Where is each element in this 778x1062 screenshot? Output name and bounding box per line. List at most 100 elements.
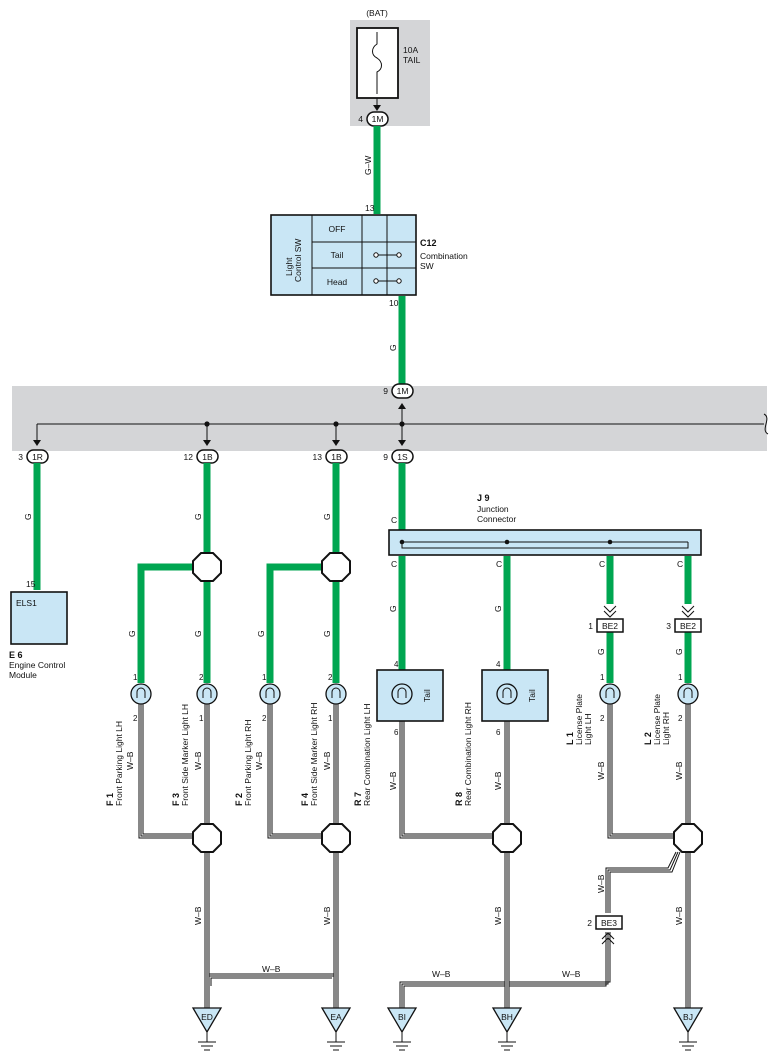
lamp-pin: 1 bbox=[262, 673, 267, 682]
splice-point bbox=[673, 823, 703, 853]
wire-gw-label: G–W bbox=[363, 156, 373, 175]
lamp-pin: 2 bbox=[328, 673, 333, 682]
lamp-code: F 3 bbox=[171, 793, 181, 806]
lamp-name: Front Side Marker Light RH bbox=[309, 703, 319, 806]
lamp-name: Light RH bbox=[661, 712, 671, 745]
lamp-r7: 4 Tail 6 R 7 Rear Combination Light LH bbox=[353, 660, 444, 806]
wire-wb-label: W–B bbox=[432, 969, 451, 979]
wire-g-label: G bbox=[193, 630, 203, 637]
wire-c-label: C bbox=[391, 515, 397, 525]
wire-g-label: G bbox=[256, 630, 266, 637]
lamp-pin: 2 bbox=[600, 714, 605, 723]
wire-wb-label: W–B bbox=[254, 751, 264, 770]
connector-1b-left-label: 1B bbox=[202, 452, 213, 462]
ground-bj: BJ bbox=[672, 1007, 704, 1051]
ground-bh: BH bbox=[491, 1007, 523, 1051]
splice-point bbox=[192, 823, 222, 853]
wb-wires bbox=[138, 704, 691, 1008]
wire-wb-label: W–B bbox=[193, 751, 203, 770]
wire-c-label: C bbox=[391, 559, 397, 569]
wire-wb-label: W–B bbox=[493, 771, 503, 790]
wire-g-label: G bbox=[193, 513, 203, 520]
lamp-code: R 8 bbox=[454, 792, 464, 806]
switch-row-off: OFF bbox=[329, 224, 346, 234]
power-source-label: (BAT) bbox=[366, 8, 388, 18]
lamp-pin: 2 bbox=[678, 714, 683, 723]
switch-code: C12 bbox=[420, 238, 437, 248]
connector-be3 bbox=[595, 915, 623, 930]
splice-point bbox=[492, 823, 522, 853]
lamp-pin: 1 bbox=[199, 714, 204, 723]
lamp-code: F 1 bbox=[105, 793, 115, 806]
ecm-pin: 15 bbox=[26, 579, 36, 589]
connector-be3-pin: 2 bbox=[587, 918, 592, 928]
wire-g-label: G bbox=[127, 630, 137, 637]
switch-name-2: SW bbox=[420, 261, 434, 271]
connector-1s-label: 1S bbox=[397, 452, 408, 462]
connector-be2-right bbox=[674, 618, 702, 633]
ecm-code: E 6 bbox=[9, 650, 23, 660]
splice-point bbox=[321, 552, 351, 582]
wire-wb-label: W–B bbox=[125, 751, 135, 770]
wire-g-label: G bbox=[388, 605, 398, 612]
lamp-f1: 1 2 F 1 Front Parking Light LH bbox=[105, 673, 152, 806]
connector-1r-label: 1R bbox=[32, 452, 43, 462]
wire-wb-label: W–B bbox=[193, 906, 203, 925]
lamp-pin: 1 bbox=[678, 673, 683, 682]
lamp-r8: 4 Tail 6 R 8 Rear Combination Light RH bbox=[454, 660, 549, 806]
switch-vlabel-1: Light bbox=[284, 257, 294, 276]
ground-bi: BI bbox=[386, 1007, 418, 1051]
wire-c-label: C bbox=[496, 559, 502, 569]
lamp-l1: 1 2 L 1 License Plate Light LH bbox=[565, 673, 621, 745]
switch-name-1: Combination bbox=[420, 251, 468, 261]
connector-1m-mid bbox=[391, 383, 414, 399]
lamp-name: License Plate bbox=[652, 694, 662, 745]
ground-icon bbox=[198, 1032, 216, 1051]
connector-be2-left-pin: 1 bbox=[588, 621, 593, 631]
switch-row-tail: Tail bbox=[331, 250, 344, 260]
lamp-name: Rear Combination Light RH bbox=[463, 702, 473, 806]
ecm-name-1: Engine Control bbox=[9, 660, 65, 670]
wire-wb-label: W–B bbox=[388, 771, 398, 790]
ground-ed: ED bbox=[191, 1007, 223, 1051]
wire-g-label: G bbox=[322, 513, 332, 520]
connector-be2-right-pin: 3 bbox=[666, 621, 671, 631]
ground-label: BI bbox=[398, 1012, 406, 1022]
lamp-pin: 4 bbox=[496, 660, 501, 669]
ground-icon bbox=[498, 1032, 516, 1051]
connector-be2-left bbox=[596, 618, 624, 633]
switch-pin-in: 13 bbox=[365, 203, 375, 213]
wire-g-label: G bbox=[596, 648, 606, 655]
lamp-code: F 4 bbox=[300, 793, 310, 806]
break-mark-icon bbox=[763, 413, 769, 435]
ground-label: ED bbox=[201, 1012, 213, 1022]
lamp-pin: 6 bbox=[496, 728, 501, 737]
lamp-name: Light LH bbox=[583, 713, 593, 745]
connector-be2-right-label: BE2 bbox=[680, 621, 696, 631]
lamp-name: Rear Combination Light LH bbox=[362, 703, 372, 806]
wire-g-label: G bbox=[674, 648, 684, 655]
lamp-pin: 1 bbox=[133, 673, 138, 682]
ground-label: EA bbox=[330, 1012, 342, 1022]
lamp-f4: 2 1 F 4 Front Side Marker Light RH bbox=[300, 673, 347, 806]
ground-icon bbox=[393, 1032, 411, 1051]
engine-control-module bbox=[10, 591, 68, 645]
connector-be3-label: BE3 bbox=[601, 918, 617, 928]
junction-block-shade bbox=[12, 386, 767, 451]
ground-label: BJ bbox=[683, 1012, 693, 1022]
connector-1r-pin: 3 bbox=[18, 452, 23, 462]
lamp-f3: 2 1 F 3 Front Side Marker Light LH bbox=[171, 673, 218, 806]
lamp-name: License Plate bbox=[574, 694, 584, 745]
lamp-code: F 2 bbox=[234, 793, 244, 806]
wire-c-label: C bbox=[599, 559, 605, 569]
wire-c-label: C bbox=[677, 559, 683, 569]
splice-point bbox=[321, 823, 351, 853]
wire-wb-label: W–B bbox=[674, 906, 684, 925]
fuse-name: TAIL bbox=[403, 55, 421, 65]
lamp-pin: 2 bbox=[262, 714, 267, 723]
lamp-code: L 2 bbox=[643, 732, 653, 745]
wire-wb-label: W–B bbox=[562, 969, 581, 979]
connector-1s-pin: 9 bbox=[383, 452, 388, 462]
fuse-amp: 10A bbox=[403, 45, 418, 55]
